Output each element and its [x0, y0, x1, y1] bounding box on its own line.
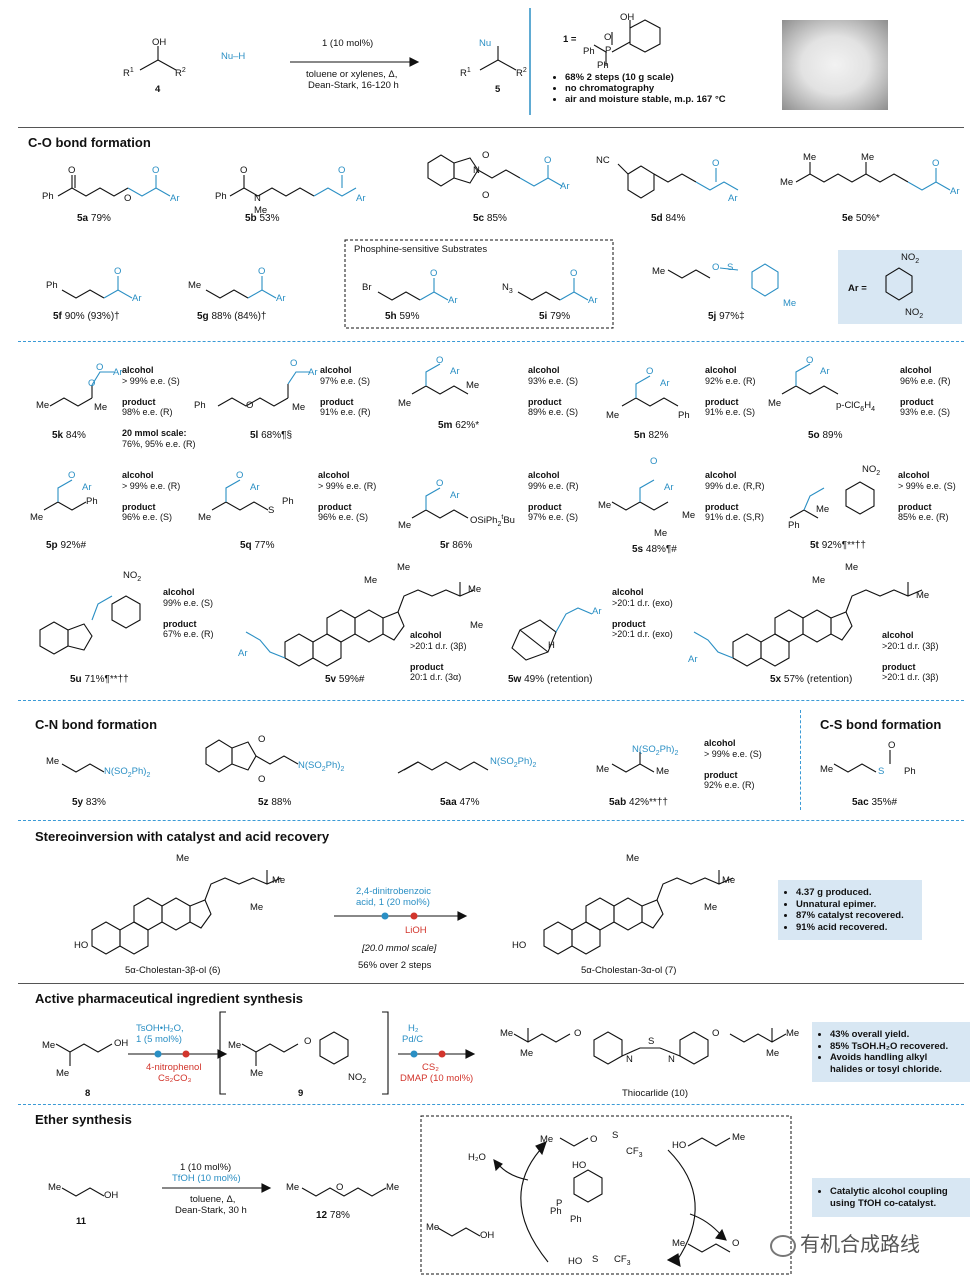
compound-label: 5g 88% (84%)† — [197, 311, 267, 322]
stereo-cond-2: acid, 1 (20 mol%) — [356, 897, 430, 908]
compound-label: 5q 77% — [240, 540, 275, 551]
steroid-6-name: 5α-Cholestan-3β-ol (6) — [125, 965, 221, 976]
divider — [18, 1104, 964, 1105]
section-cs-title: C-S bond formation — [820, 717, 942, 732]
compound-label: 5aa 47% — [440, 797, 480, 808]
compound-label: 5c 85% — [473, 213, 507, 224]
ether-cond-1: 1 (10 mol%) — [180, 1162, 232, 1173]
watermark: 有机合成路线 — [770, 1228, 920, 1257]
ether-cond-3: toluene, Δ, — [190, 1194, 236, 1205]
compound-label: 5t 92%¶**†† — [810, 540, 866, 551]
api-step1-b: 1 (5 mol%) — [136, 1034, 182, 1045]
wechat-icon — [770, 1234, 796, 1257]
compound-label: 5d 84% — [651, 213, 686, 224]
compound-label: 5m 62%* — [438, 420, 480, 431]
condition-catalyst: 1 (10 mol%) — [322, 38, 374, 49]
catalyst-label: 1 = — [563, 34, 577, 45]
compound-label: 5j 97%‡ — [708, 311, 745, 322]
compound-label: 5l 68%¶§ — [250, 430, 293, 441]
compound-label: 5o 89% — [808, 430, 843, 441]
compound-label: 5i 79% — [539, 311, 571, 322]
compound-label: 5ab 42%**†† — [609, 797, 668, 808]
compound-label: 5y 83% — [72, 797, 106, 808]
compound-label: 5x 57% (retention) — [770, 674, 853, 685]
compound-label: 5a 79% — [77, 213, 111, 224]
ether-bullets: Catalytic alcohol coupling using TfOH co… — [812, 1178, 970, 1217]
ee-block: alcohol>20:1 d.r. (exo)product>20:1 d.r.… — [612, 587, 673, 639]
compound-label: 5n 82% — [634, 430, 669, 441]
compound-label: 5v 59%# — [325, 674, 365, 685]
api-step2-c: CS₂ — [422, 1062, 439, 1073]
ar-definition: Ar = — [848, 283, 867, 294]
water-label: H₂O — [468, 1152, 486, 1163]
api-step2-d: DMAP (10 mol%) — [400, 1073, 474, 1084]
ether-cond-2: TfOH (10 mol%) — [172, 1173, 241, 1184]
compound-label: 5k 84% — [52, 430, 86, 441]
api-bullets: 43% overall yield. 85% TsOH.H₂O recovere… — [812, 1022, 970, 1082]
catalyst-bullets: 68% 2 steps (10 g scale) no chromatograp… — [555, 72, 726, 105]
compound-12-label: 12 78% — [316, 1210, 350, 1221]
divider — [18, 983, 964, 984]
stereo-cond-3: LiOH — [405, 925, 427, 936]
section-co-title: C-O bond formation — [28, 135, 151, 150]
stereo-scale: [20.0 mmol scale] — [362, 943, 437, 954]
stereo-cond-1: 2,4-dinitrobenzoic — [356, 886, 431, 897]
compound-label: 5s 48%¶# — [632, 544, 677, 555]
product-5-label: 5 — [495, 84, 501, 95]
divider — [18, 700, 964, 701]
compound-label: 5f 90% (93%)† — [53, 311, 120, 322]
compound-label: 5b 53% — [245, 213, 280, 224]
stereo-bullets: 4.37 g produced. Unnatural epimer. 87% c… — [778, 880, 922, 940]
compound-label: 5ac 35%# — [852, 797, 898, 808]
condition-apparatus: Dean-Stark, 16-120 h — [308, 80, 399, 91]
phosphine-box-title: Phosphine-sensitive Substrates — [354, 244, 488, 255]
compound-label: 5r 86% — [440, 540, 473, 551]
compound-11-label: 11 — [76, 1216, 87, 1227]
divider — [18, 820, 964, 821]
compound-label: 5p 92%# — [46, 540, 87, 551]
compound-label: 5h 59% — [385, 311, 420, 322]
api-step1-c: 4-nitrophenol — [146, 1062, 202, 1073]
api-step1-a: TsOH•H₂O, — [136, 1023, 184, 1034]
compound-8-label: 8 — [85, 1088, 91, 1099]
section-api-title: Active pharmaceutical ingredient synthes… — [35, 991, 304, 1006]
catalyst-photo — [782, 20, 888, 110]
compound-10-label: Thiocarlide (10) — [622, 1088, 688, 1099]
compound-label: 5e 50%* — [842, 213, 880, 224]
divider — [18, 127, 964, 128]
compound-label: 5u 71%¶**†† — [70, 674, 129, 685]
api-step2-a: H₂ — [408, 1023, 419, 1034]
stereo-yield: 56% over 2 steps — [358, 960, 432, 971]
ether-cond-4: Dean-Stark, 30 h — [175, 1205, 247, 1216]
ee-block: alcohol>20:1 d.r. (3β)product>20:1 d.r. … — [882, 630, 939, 682]
section-cn-title: C-N bond formation — [35, 717, 158, 732]
section-ether-title: Ether synthesis — [35, 1112, 132, 1127]
compound-label: 5w 49% (retention) — [508, 674, 593, 685]
compound-label: 5z 88% — [258, 797, 292, 808]
condition-solvent: toluene or xylenes, Δ, — [306, 69, 398, 80]
alcohol-4-label: 4 — [155, 84, 161, 95]
compound-9-label: 9 — [298, 1088, 304, 1099]
api-step1-d: Cs₂CO₃ — [158, 1073, 192, 1084]
nucleophile: Nu–H — [221, 51, 246, 62]
divider — [800, 710, 801, 810]
api-step2-b: Pd/C — [402, 1034, 424, 1045]
divider — [18, 341, 964, 342]
section-stereo-title: Stereoinversion with catalyst and acid r… — [35, 829, 330, 844]
steroid-7-name: 5α-Cholestan-3α-ol (7) — [581, 965, 677, 976]
